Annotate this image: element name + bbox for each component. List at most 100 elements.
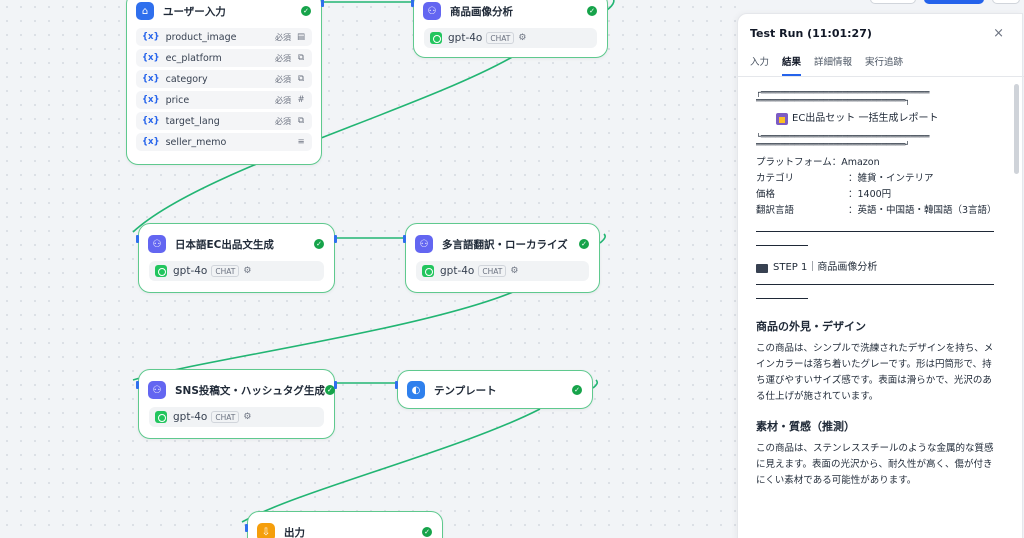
output-handle[interactable]	[334, 381, 337, 389]
variable-row[interactable]: {x} price 必須 #	[136, 91, 312, 109]
divider-line-short	[756, 245, 808, 246]
node-image-analysis[interactable]: ⚇ 商品画像分析 ✓ gpt-4o CHAT ⚙	[411, 0, 608, 58]
section-text: この商品は、ステンレススチールのような金属的な質感に見えます。表面の光沢から、耐…	[756, 443, 994, 486]
tab-trace[interactable]: 実行追跡	[865, 57, 904, 68]
model-chip[interactable]: gpt-4o CHAT ⚙	[149, 407, 324, 427]
panel-tabs: 入力 結果 詳細情報 実行追跡	[750, 54, 916, 76]
variable-icon: {x}	[142, 137, 160, 147]
input-handle[interactable]	[403, 235, 406, 243]
chat-badge: CHAT	[211, 411, 240, 423]
settings-icon: ⚙	[518, 33, 527, 43]
divider-line	[756, 231, 994, 232]
paragraph-icon: ≡	[297, 137, 305, 147]
variable-name: product_image	[165, 31, 237, 43]
scrollbar[interactable]	[1014, 84, 1019, 174]
input-handle[interactable]	[245, 524, 248, 532]
tab-details[interactable]: 詳細情報	[814, 57, 853, 68]
openai-icon	[422, 265, 434, 277]
toolbar-button[interactable]	[870, 0, 916, 4]
variable-name: seller_memo	[165, 136, 227, 148]
node-title: ユーザー入力	[163, 5, 226, 18]
tab-result[interactable]: 結果	[782, 54, 802, 76]
info-key: プラットフォーム：	[756, 157, 842, 168]
variable-row[interactable]: {x} target_lang 必須 ⧉	[136, 112, 312, 130]
section-heading: 素材・質感（推測）	[756, 420, 855, 433]
info-key: 翻訳言語	[756, 205, 795, 216]
success-check-icon: ✓	[587, 6, 597, 16]
variable-icon: {x}	[142, 32, 160, 42]
settings-icon: ⚙	[510, 266, 519, 276]
input-handle[interactable]	[395, 381, 398, 389]
model-chip[interactable]: gpt-4o CHAT ⚙	[424, 28, 597, 48]
variable-row[interactable]: {x} seller_memo ≡	[136, 133, 312, 151]
variable-row[interactable]: {x} category 必須 ⧉	[136, 70, 312, 88]
success-check-icon: ✓	[422, 527, 432, 537]
llm-icon: ⚇	[415, 235, 433, 253]
info-value: ：1400円	[848, 189, 892, 200]
publish-button[interactable]	[924, 0, 984, 4]
step-heading: STEP 1｜商品画像分析	[756, 260, 994, 276]
workflow-canvas[interactable]: ⌂ ユーザー入力 ✓ {x} product_image 必須 ▤ {x} ec…	[0, 0, 740, 538]
node-title: 多言語翻訳・ローカライズ	[442, 238, 568, 251]
model-name: gpt-4o	[440, 265, 475, 277]
top-toolbar	[740, 0, 1024, 10]
select-icon: ⧉	[297, 116, 305, 126]
panel-title: Test Run (11:01:27)	[750, 27, 872, 40]
divider-line	[756, 284, 994, 285]
box-border-bottom-2: ═══════════════════════════════┘	[756, 141, 911, 149]
model-name: gpt-4o	[173, 265, 208, 277]
edge-out-image-analysis	[606, 0, 615, 11]
model-chip[interactable]: gpt-4o CHAT ⚙	[416, 261, 589, 281]
tab-input[interactable]: 入力	[750, 57, 770, 68]
required-label: 必須	[275, 116, 291, 126]
variable-icon: {x}	[142, 74, 160, 84]
success-check-icon: ✓	[301, 6, 311, 16]
success-check-icon: ✓	[579, 239, 589, 249]
variable-row[interactable]: {x} ec_platform 必須 ⧉	[136, 49, 312, 67]
required-label: 必須	[275, 53, 291, 63]
node-start[interactable]: ⌂ ユーザー入力 ✓ {x} product_image 必須 ▤ {x} ec…	[126, 0, 324, 165]
input-handle[interactable]	[136, 235, 139, 243]
success-check-icon: ✓	[324, 385, 335, 395]
node-sns[interactable]: ⚇ SNS投稿文・ハッシュタグ生成 ✓ gpt-4o CHAT ⚙	[136, 369, 337, 439]
openai-icon	[430, 32, 442, 44]
output-handle[interactable]	[334, 235, 337, 243]
info-row-category: カテゴリ ：雑貨・インテリア	[756, 171, 994, 187]
toolbar-more-button[interactable]	[992, 0, 1020, 4]
input-handle[interactable]	[136, 381, 139, 389]
model-name: gpt-4o	[448, 32, 483, 44]
edge-out-translate	[599, 233, 606, 244]
node-title: 商品画像分析	[450, 5, 513, 18]
node-jp-copy[interactable]: ⚇ 日本語EC出品文生成 ✓ gpt-4o CHAT ⚙	[136, 223, 337, 293]
model-chip[interactable]: gpt-4o CHAT ⚙	[149, 261, 324, 281]
node-template[interactable]: ◐ テンプレート ✓	[395, 370, 593, 409]
node-title: テンプレート	[434, 384, 497, 397]
node-translate[interactable]: ⚇ 多言語翻訳・ローカライズ ✓ gpt-4o CHAT ⚙	[403, 223, 600, 293]
success-check-icon: ✓	[572, 385, 582, 395]
info-value: ：雑貨・インテリア	[848, 173, 934, 184]
openai-icon	[155, 411, 167, 423]
info-key: カテゴリ	[756, 173, 795, 184]
settings-icon: ⚙	[243, 266, 252, 276]
settings-icon: ⚙	[243, 412, 252, 422]
clipboard-icon	[776, 113, 788, 125]
close-icon[interactable]: ×	[993, 26, 1004, 41]
required-label: 必須	[275, 32, 291, 42]
chat-badge: CHAT	[486, 32, 515, 44]
edge-layer	[132, 0, 615, 523]
info-key: 価格	[756, 189, 776, 200]
input-handle[interactable]	[411, 0, 414, 7]
variable-name: ec_platform	[165, 52, 222, 64]
variable-icon: {x}	[142, 53, 160, 63]
chat-badge: CHAT	[478, 265, 507, 277]
home-icon: ⌂	[136, 2, 154, 20]
divider-line-short	[756, 298, 808, 299]
variable-row[interactable]: {x} product_image 必須 ▤	[136, 28, 312, 46]
select-icon: ⧉	[297, 74, 305, 84]
result-output[interactable]: ┌═══════════════════════════════════ ═══…	[738, 77, 1024, 538]
required-label: 必須	[275, 95, 291, 105]
output-handle[interactable]	[321, 0, 324, 7]
node-end[interactable]: ⇩ 出力 ✓	[245, 511, 443, 538]
number-icon: #	[297, 95, 305, 105]
required-label: 必須	[275, 74, 291, 84]
